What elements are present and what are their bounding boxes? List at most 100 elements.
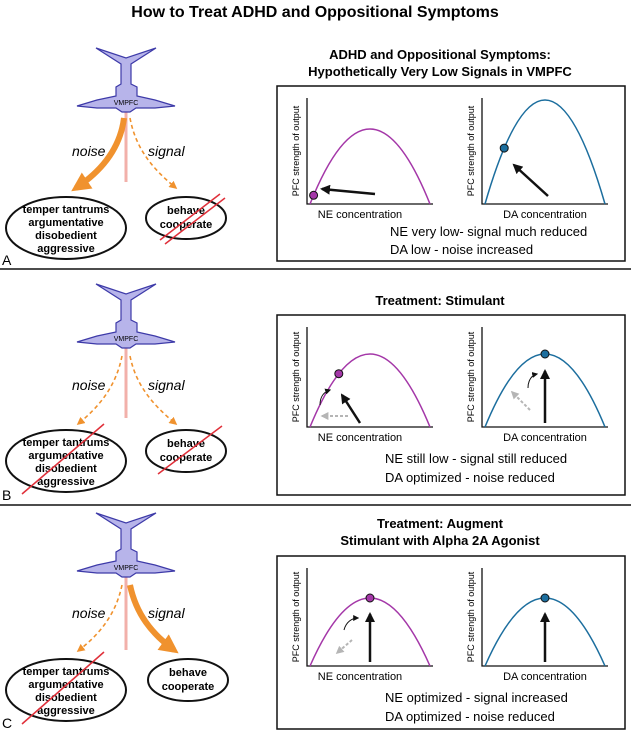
panel-title: Hypothetically Very Low Signals in VMPFC bbox=[308, 64, 572, 79]
signal-label: signal bbox=[148, 143, 185, 159]
panel-title: ADHD and Oppositional Symptoms: bbox=[329, 47, 551, 62]
bad-behavior-oval: temper tantrums argumentative disobedien… bbox=[5, 651, 127, 725]
strike-line bbox=[21, 651, 105, 725]
behavior: cooperate bbox=[160, 219, 213, 231]
symptom: aggressive bbox=[37, 705, 94, 717]
x-axis-label: DA concentration bbox=[503, 671, 587, 683]
symptom: temper tantrums bbox=[23, 204, 110, 216]
behavior: behave bbox=[169, 667, 207, 679]
x-axis-label: DA concentration bbox=[503, 432, 587, 444]
ne-dot bbox=[309, 190, 319, 200]
graph-axes bbox=[306, 98, 433, 205]
graph-axes bbox=[481, 327, 608, 428]
shift-arrow bbox=[512, 163, 549, 197]
symptom: temper tantrums bbox=[23, 666, 110, 678]
signal-label: signal bbox=[148, 605, 185, 621]
signal-arrow bbox=[127, 584, 179, 654]
shift-arrow bbox=[340, 393, 362, 424]
graph-box bbox=[276, 85, 626, 262]
x-axis-label: NE concentration bbox=[318, 209, 402, 221]
panel-note: NE very low- signal much reduced bbox=[390, 224, 587, 239]
ne-dot bbox=[365, 593, 375, 603]
strike-line bbox=[157, 425, 223, 475]
panel-b: B VMPFC noise signal temper tantrums arg… bbox=[2, 283, 626, 503]
main-title: How to Treat ADHD and Oppositional Sympt… bbox=[131, 4, 499, 21]
y-axis-label: PFC strength of output bbox=[466, 105, 476, 196]
neuron-body bbox=[76, 512, 176, 578]
noise-arrow bbox=[76, 355, 123, 426]
y-axis-label: PFC strength of output bbox=[291, 331, 301, 422]
panel-title: Stimulant with Alpha 2A Agonist bbox=[340, 533, 540, 548]
neuron-body bbox=[76, 283, 176, 349]
symptom: aggressive bbox=[37, 476, 94, 488]
graph-box bbox=[276, 555, 626, 730]
vmpfc-neuron: VMPFC bbox=[76, 512, 176, 650]
panel-letter: A bbox=[2, 252, 12, 268]
neuron-label: VMPFC bbox=[114, 565, 139, 572]
x-axis-label: NE concentration bbox=[318, 671, 402, 683]
noise-label: noise bbox=[72, 377, 106, 393]
panel-note: DA low - noise increased bbox=[390, 242, 533, 257]
signal-arrow bbox=[129, 117, 178, 190]
curve-arrow bbox=[527, 372, 539, 389]
panel-letter: B bbox=[2, 487, 11, 503]
previous-shift-arrow bbox=[335, 639, 353, 655]
panel-note: NE optimized - signal increased bbox=[385, 690, 568, 705]
behavior: behave bbox=[167, 205, 205, 217]
behavior: behave bbox=[167, 438, 205, 450]
signal-label: signal bbox=[148, 377, 185, 393]
shift-arrow bbox=[320, 184, 376, 196]
x-axis-label: DA concentration bbox=[503, 209, 587, 221]
noise-label: noise bbox=[72, 143, 106, 159]
noise-label: noise bbox=[72, 605, 106, 621]
bad-behavior-oval: temper tantrums argumentative disobedien… bbox=[5, 196, 127, 260]
panel-note: DA optimized - noise reduced bbox=[385, 470, 555, 485]
curve-arrow bbox=[343, 615, 360, 631]
da-dot bbox=[540, 593, 550, 603]
panel-note: DA optimized - noise reduced bbox=[385, 709, 555, 724]
good-behavior-oval: behave cooperate bbox=[147, 658, 229, 702]
vmpfc-neuron: VMPFC bbox=[76, 283, 176, 418]
neuron-body bbox=[76, 47, 176, 113]
graph-axes bbox=[481, 568, 608, 667]
previous-shift-arrow bbox=[510, 390, 531, 411]
good-behavior-oval: behave cooperate bbox=[145, 425, 227, 475]
panel-letter: C bbox=[2, 715, 12, 731]
y-axis-label: PFC strength of output bbox=[291, 571, 301, 662]
behavior: cooperate bbox=[162, 681, 215, 693]
da-dot bbox=[540, 349, 550, 359]
panel-note: NE still low - signal still reduced bbox=[385, 451, 567, 466]
ne-graph: PFC strength of output NE concentration bbox=[291, 98, 433, 221]
curve-arrow bbox=[319, 388, 332, 406]
y-axis-label: PFC strength of output bbox=[291, 105, 301, 196]
symptom: temper tantrums bbox=[23, 437, 110, 449]
ne-curve bbox=[309, 128, 431, 205]
graph-box bbox=[276, 314, 626, 496]
graph-axes bbox=[306, 568, 433, 667]
ne-graph: PFC strength of output NE concentration bbox=[291, 568, 433, 683]
panel-a: A VMPFC noise signal temper tantrums arg… bbox=[2, 47, 626, 268]
panel-c: C VMPFC noise signal temper tantrums arg… bbox=[2, 512, 626, 731]
y-axis-label: PFC strength of output bbox=[466, 571, 476, 662]
good-behavior-oval: behave cooperate bbox=[145, 193, 227, 245]
neuron-label: VMPFC bbox=[114, 100, 139, 107]
neuron-label: VMPFC bbox=[114, 336, 139, 343]
da-graph: PFC strength of output DA concentration bbox=[466, 98, 608, 221]
da-graph: PFC strength of output DA concentration bbox=[466, 327, 608, 444]
da-dot bbox=[499, 143, 509, 153]
noise-arrow bbox=[71, 117, 127, 192]
bad-behavior-oval: temper tantrums argumentative disobedien… bbox=[5, 423, 127, 495]
da-curve bbox=[484, 99, 606, 205]
signal-arrow bbox=[129, 355, 178, 426]
x-axis-label: NE concentration bbox=[318, 432, 402, 444]
symptom: disobedient bbox=[35, 463, 97, 475]
ne-graph: PFC strength of output NE concentration bbox=[291, 327, 433, 444]
panel-title: Treatment: Augment bbox=[377, 516, 504, 531]
vmpfc-neuron: VMPFC bbox=[76, 47, 176, 182]
symptom: disobedient bbox=[35, 230, 97, 242]
ne-dot bbox=[334, 369, 344, 379]
noise-arrow bbox=[76, 584, 123, 652]
da-graph: PFC strength of output DA concentration bbox=[466, 568, 608, 683]
symptom: disobedient bbox=[35, 692, 97, 704]
